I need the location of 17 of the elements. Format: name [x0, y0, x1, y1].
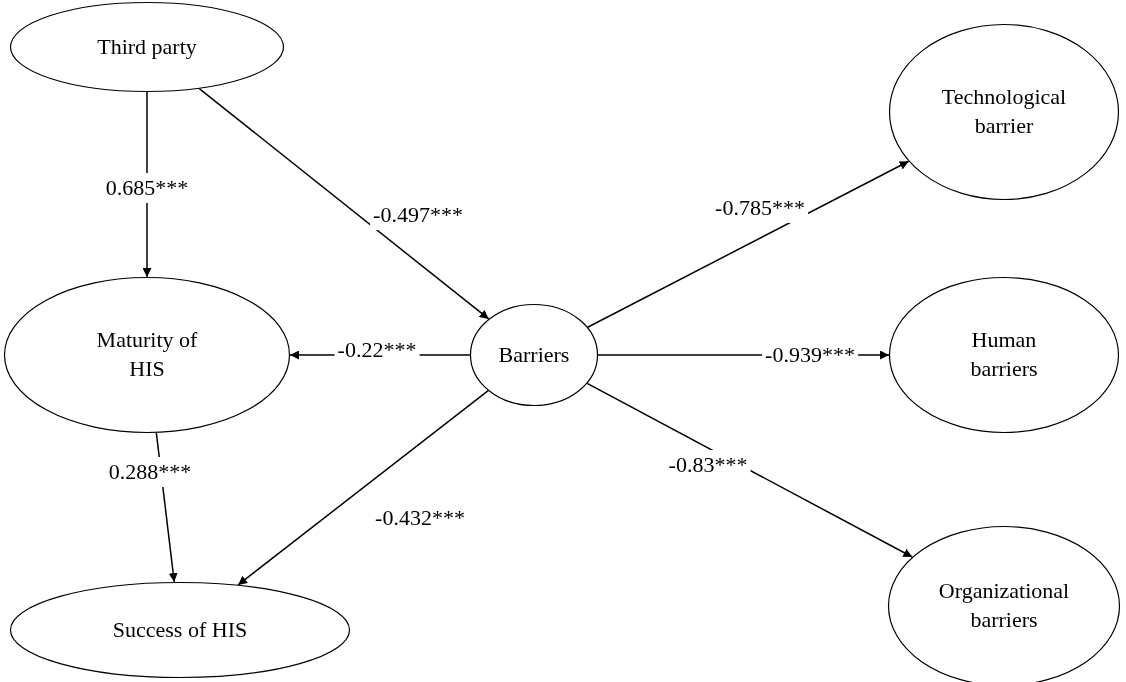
- ellipse-node: [10, 582, 350, 678]
- arrow: [237, 389, 489, 586]
- ellipse-node: [4, 277, 290, 433]
- ellipse-node: [470, 304, 598, 406]
- node-label: Third party: [96, 32, 198, 61]
- node-label: Barriers: [497, 340, 571, 369]
- arrow: [586, 160, 910, 328]
- arrow: [198, 87, 490, 320]
- node-label: Success of HIS: [111, 615, 249, 644]
- ellipse-node: [889, 277, 1119, 433]
- node-label: Organizational barriers: [937, 577, 1071, 634]
- ellipse-node: [889, 24, 1119, 200]
- arrow: [586, 382, 914, 558]
- node-label: Technological barrier: [940, 83, 1068, 140]
- node-label: Maturity of HIS: [95, 326, 199, 383]
- ellipse-node: [10, 2, 284, 92]
- node-label: Human barriers: [969, 326, 1039, 383]
